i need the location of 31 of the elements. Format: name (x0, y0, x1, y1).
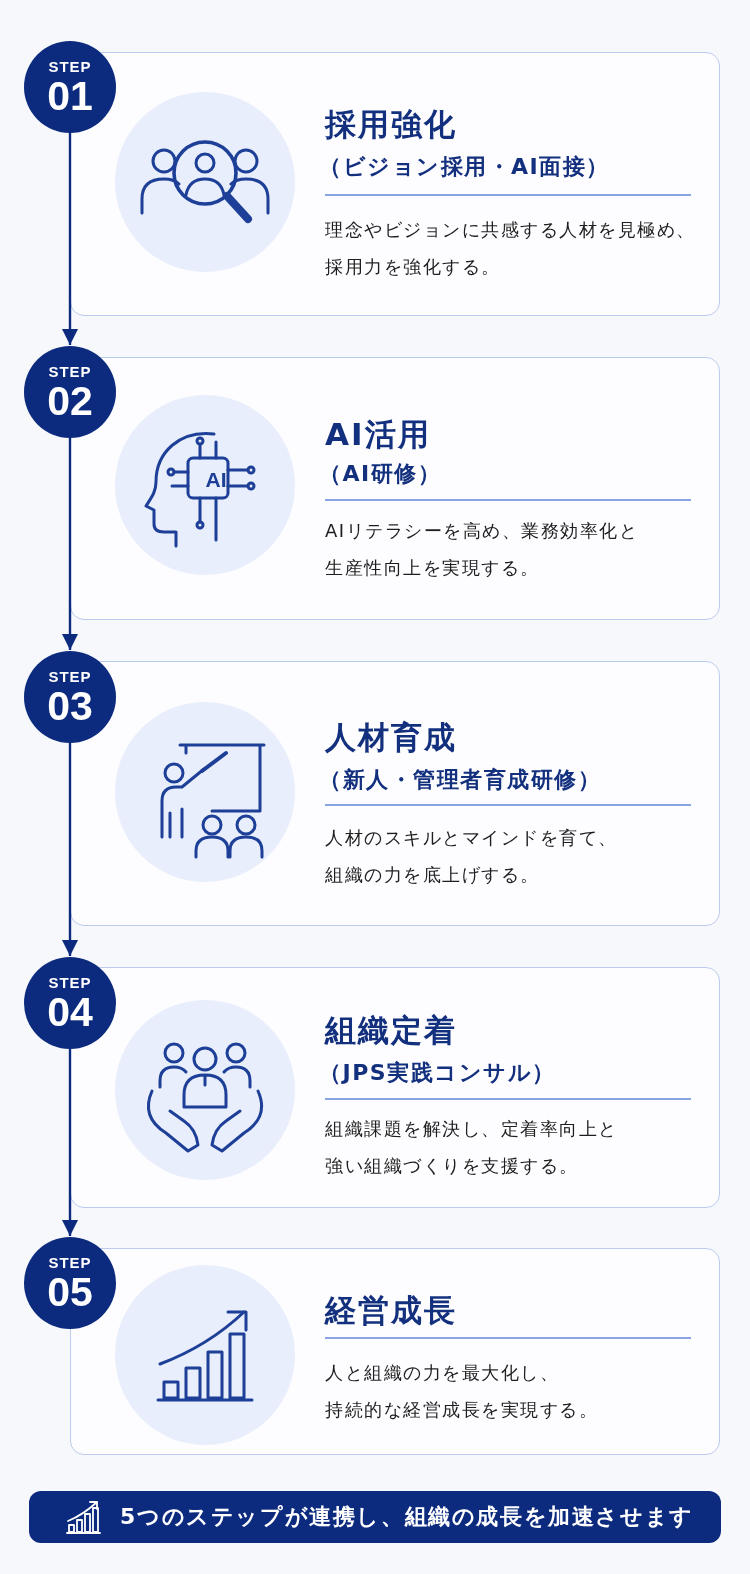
step-number: 05 (47, 1270, 93, 1314)
summary-banner (29, 1491, 721, 1543)
chip-label: AI (205, 468, 227, 492)
card-description: 理念やビジョンに共感する人材を見極め、採用力を強化する。 (325, 217, 697, 279)
banner-text: 5つのステップが連携し、組織の成長を加速させます (120, 1503, 694, 1531)
step-number: 03 (47, 684, 93, 728)
card-title: 組織定着 (325, 1011, 457, 1050)
arrow (62, 1049, 78, 1236)
card-title: 人材育成 (325, 718, 457, 757)
card-description: 人材のスキルとマインドを育て、組織の力を底上げする。 (325, 825, 619, 887)
step-label: STEP (48, 58, 92, 76)
step-label: STEP (48, 363, 92, 381)
card-subtitle: （JPS実践コンサル） (319, 1059, 556, 1087)
card-title: 経営成長 (325, 1291, 457, 1330)
card-description: 人と組織の力を最大化し、持続的な経営成長を実現する。 (325, 1360, 599, 1422)
step-number: 02 (47, 379, 93, 423)
card-title: AI活用 (325, 415, 431, 454)
card-description: 組織課題を解決し、定着率向上と強い組織づくりを支援する。 (325, 1116, 619, 1178)
arrow (62, 743, 78, 956)
step-number: 04 (47, 990, 93, 1034)
step-label: STEP (48, 974, 92, 992)
step-label: STEP (48, 668, 92, 686)
step-number: 01 (47, 74, 93, 118)
card-subtitle: （ビジョン採用・AI面接） (319, 153, 610, 181)
card-description: AIリテラシーを高め、業務効率化と生産性向上を実現する。 (325, 518, 640, 580)
arrow (62, 438, 78, 650)
step-label: STEP (48, 1254, 92, 1272)
card-subtitle: （新人・管理者育成研修） (319, 766, 601, 794)
card-title: 採用強化 (325, 105, 457, 144)
card-subtitle: （AI研修） (319, 460, 442, 488)
arrow (62, 133, 78, 345)
